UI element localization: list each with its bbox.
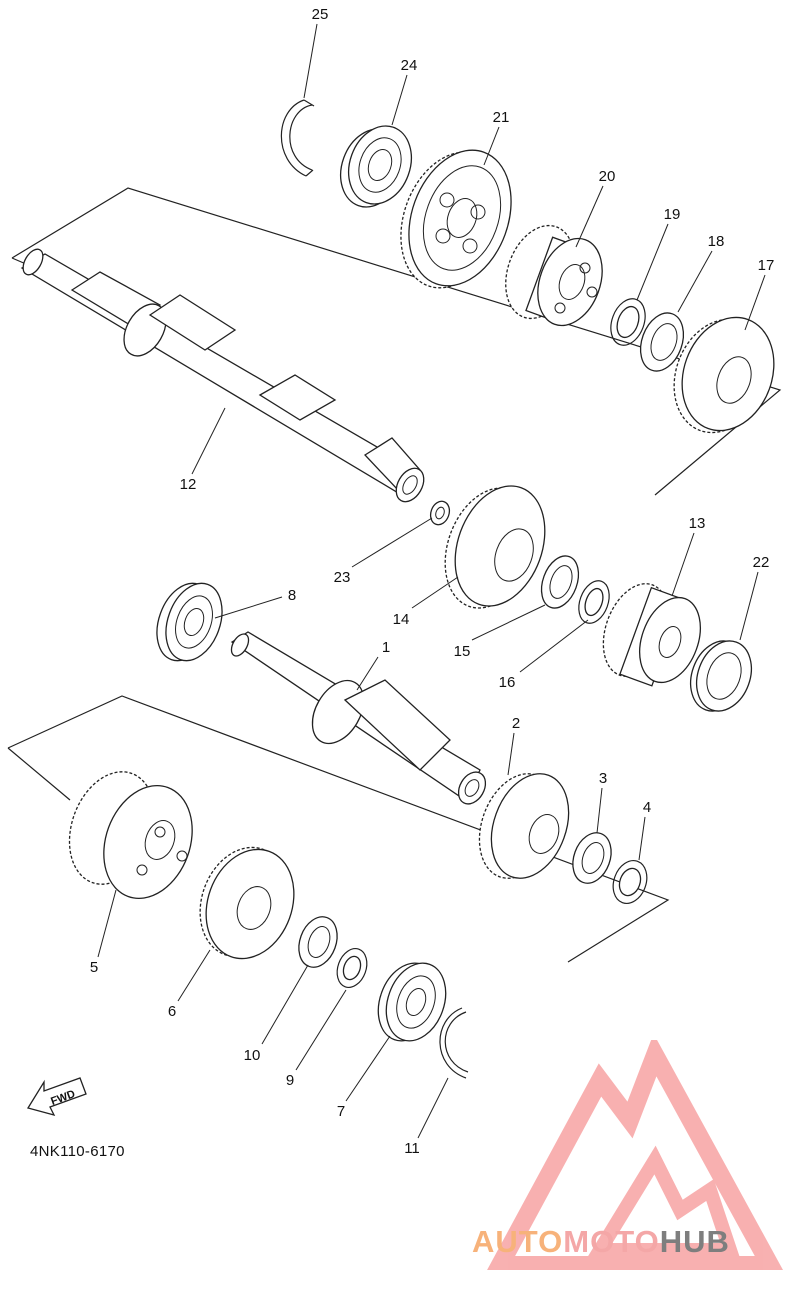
leader-line-6 <box>177 949 211 1002</box>
circlip-9 <box>336 948 368 988</box>
automotohub-logo <box>487 1040 783 1270</box>
leader-line-10 <box>261 964 309 1045</box>
bearing-7 <box>377 962 447 1042</box>
callout-15: 15 <box>454 643 471 660</box>
callout-22: 22 <box>753 554 770 571</box>
callout-21: 21 <box>493 109 510 126</box>
leader-line-2 <box>507 732 515 776</box>
callout-20: 20 <box>599 168 616 185</box>
leader-line-16 <box>519 619 589 673</box>
washer-15 <box>540 555 580 609</box>
gear-2 <box>478 773 570 879</box>
brand-moto: MOTO <box>563 1224 660 1259</box>
callout-14: 14 <box>393 611 410 628</box>
leader-line-4 <box>638 816 646 861</box>
forward-direction-arrow: FWD <box>26 1077 87 1117</box>
gear-21 <box>400 149 512 289</box>
washer-10 <box>298 916 338 968</box>
callout-2: 2 <box>512 715 520 732</box>
leader-line-17 <box>744 274 766 331</box>
circlip-25 <box>280 99 315 177</box>
leader-line-21 <box>483 126 500 166</box>
leader-line-3 <box>596 787 603 834</box>
leader-line-25 <box>303 23 318 99</box>
circlip-19 <box>610 298 646 346</box>
collar-23 <box>429 500 451 526</box>
gear-5 <box>68 771 193 900</box>
leader-line-7 <box>345 1035 391 1102</box>
brand-hub: HUB <box>659 1224 730 1259</box>
callout-5: 5 <box>90 959 98 976</box>
gear-6 <box>199 846 295 960</box>
gear-14 <box>444 485 546 609</box>
callout-13: 13 <box>689 515 706 532</box>
leader-line-14 <box>411 576 459 609</box>
gear-17 <box>673 316 775 434</box>
callout-10: 10 <box>244 1047 261 1064</box>
leader-line-15 <box>471 604 546 641</box>
leader-line-18 <box>677 250 713 313</box>
bearing-22 <box>689 640 753 712</box>
main-axle-1 <box>230 631 487 805</box>
leader-line-20 <box>575 185 604 248</box>
callout-24: 24 <box>401 57 418 74</box>
washer-3 <box>572 832 612 884</box>
callout-6: 6 <box>168 1003 176 1020</box>
callout-17: 17 <box>758 257 775 274</box>
leader-line-11 <box>417 1077 449 1139</box>
leader-line-13 <box>671 532 695 597</box>
leader-line-19 <box>636 223 669 301</box>
gear-13 <box>602 583 701 687</box>
lower-shaft-group-box <box>7 695 670 963</box>
callout-3: 3 <box>599 770 607 787</box>
callout-8: 8 <box>288 587 296 604</box>
callout-16: 16 <box>499 674 516 691</box>
leader-line-5 <box>97 889 117 958</box>
leader-line-23 <box>351 517 433 568</box>
leader-line-22 <box>739 571 759 641</box>
leader-line-8 <box>214 596 283 619</box>
leader-line-12 <box>191 407 226 475</box>
circlip-16 <box>578 580 610 624</box>
drive-axle-12 <box>20 248 425 503</box>
callout-18: 18 <box>708 233 725 250</box>
leader-line-1 <box>356 656 379 691</box>
callout-23: 23 <box>334 569 351 586</box>
callout-25: 25 <box>312 6 329 23</box>
diagram-code: 4NK110-6170 <box>30 1143 125 1160</box>
callout-9: 9 <box>286 1072 294 1089</box>
leader-line-9 <box>295 989 347 1071</box>
callout-4: 4 <box>643 799 651 816</box>
callout-labels: 1234567891011121314151617181920212223242… <box>90 6 775 1157</box>
circlip-11 <box>439 1007 469 1079</box>
callout-7: 7 <box>337 1103 345 1120</box>
brand-auto: AUTO <box>472 1224 564 1259</box>
callout-1: 1 <box>382 639 390 656</box>
washer-18 <box>639 312 685 372</box>
callout-12: 12 <box>180 476 197 493</box>
circlip-4 <box>612 860 648 904</box>
bearing-24 <box>340 125 412 208</box>
gear-20 <box>505 224 603 327</box>
leader-line-24 <box>391 74 408 126</box>
callout-11: 11 <box>404 1140 420 1157</box>
callout-leader-lines <box>97 23 766 1139</box>
callout-19: 19 <box>664 206 681 223</box>
bearing-8 <box>156 582 223 662</box>
automotohub-wordmark: AUTOMOTOHUB <box>472 1224 730 1260</box>
